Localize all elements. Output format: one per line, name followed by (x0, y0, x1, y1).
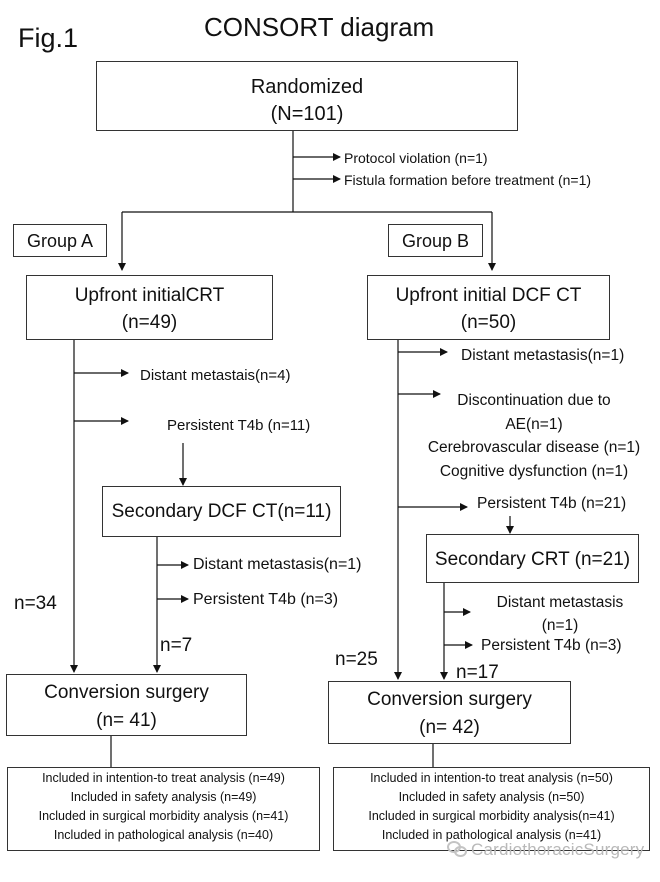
group-b-sec-t4b-label: Persistent T4b (n=3) (481, 637, 622, 654)
diagram-title: CONSORT diagram (204, 12, 435, 42)
figure-label: Fig.1 (18, 23, 79, 53)
watermark-text: CardiothoracicSurgery (471, 840, 645, 859)
group-a-label: Group A (26, 231, 94, 251)
group-a-metastasis-label: Distant metastais(n=4) (140, 367, 291, 384)
group-b-secondary-label: Secondary CRT (n=21) (434, 549, 631, 570)
group-a-analysis-pathology: Included in pathological analysis (n=40) (53, 828, 274, 842)
group-b-surgery-count: (n= 42) (419, 717, 480, 738)
randomized-box: Randomized (N=101) (96, 61, 518, 131)
group-b-discontinuation-line-4: Cognitive dysfunction (n=1) (439, 462, 629, 480)
group-a-surgery-label: Conversion surgery (44, 682, 209, 703)
group-b-analysis-box: Included in intention-to treat analysis … (333, 767, 650, 851)
group-a-sec-metastasis-label: Distant metastasis(n=1) (193, 556, 362, 573)
group-b-surgery-label: Conversion surgery (367, 689, 532, 710)
group-a-direct-count: n=34 (14, 593, 57, 614)
group-b-initial-count: (n=50) (460, 312, 517, 333)
group-b-secondary-box: Secondary CRT (n=21) (426, 534, 639, 583)
exclusion-fistula: Fistula formation before treatment (n=1) (344, 172, 592, 188)
group-a-secondary-count: n=7 (160, 635, 193, 656)
group-b-initial-box: Upfront initial DCF CT (n=50) (367, 275, 610, 340)
group-b-discontinuation-line-3: Cerebrovascular disease (n=1) (427, 439, 641, 456)
group-a-surgery-box: Conversion surgery (n= 41) (6, 674, 247, 736)
randomized-count: (N=101) (270, 103, 344, 125)
group-b-surgery-box: Conversion surgery (n= 42) (328, 681, 571, 744)
group-b-discontinuation-block: Discontinuation due to AE(n=1) Cerebrova… (414, 389, 654, 483)
group-a-analysis-safety: Included in safety analysis (n=49) (70, 790, 257, 804)
group-a-sec-t4b-label: Persistent T4b (n=3) (193, 591, 339, 608)
group-a-initial-count: (n=49) (121, 312, 178, 333)
group-a-initial-label: Upfront initialCRT (74, 285, 225, 306)
group-a-analysis-morbidity: Included in surgical morbidity analysis … (38, 809, 289, 823)
group-b-analysis-morbidity: Included in surgical morbidity analysis(… (368, 809, 615, 823)
group-b-analysis-pathology: Included in pathological analysis (n=41) (381, 828, 602, 842)
group-a-secondary-label: Secondary DCF CT(n=11) (111, 501, 332, 522)
group-a-label-box: Group A (13, 224, 107, 257)
watermark: CardiothoracicSurgery (447, 840, 644, 860)
group-a-analysis-itt: Included in intention-to treat analysis … (42, 771, 285, 785)
group-b-secondary-count: n=17 (456, 662, 499, 683)
group-b-sec-metastasis-block: Distant metastasis (n=1) (484, 591, 636, 637)
group-b-analysis-safety: Included in safety analysis (n=50) (398, 790, 585, 804)
group-a-initial-box: Upfront initialCRT (n=49) (26, 275, 273, 340)
group-b-label: Group B (401, 231, 470, 251)
group-b-sec-metastasis-line-2: (n=1) (541, 617, 579, 634)
group-b-analysis-itt: Included in intention-to treat analysis … (370, 771, 613, 785)
group-a-analysis-box: Included in intention-to treat analysis … (7, 767, 320, 851)
group-b-discontinuation-line-2: AE(n=1) (505, 415, 563, 433)
group-b-sec-metastasis-line-1: Distant metastasis (496, 594, 624, 611)
group-b-t4b-label: Persistent T4b (n=21) (477, 495, 627, 512)
group-a-t4b-label: Persistent T4b (n=11) (167, 417, 311, 434)
group-b-metastasis-label: Distant metastasis(n=1) (461, 347, 625, 364)
group-b-initial-label: Upfront initial DCF CT (395, 285, 582, 306)
randomized-label: Randomized (250, 76, 364, 98)
group-b-direct-count: n=25 (335, 649, 378, 670)
group-b-discontinuation-line-1: Discontinuation due to (457, 392, 611, 409)
wechat-logo-icon (447, 841, 467, 857)
group-b-label-box: Group B (388, 224, 483, 257)
group-a-secondary-box: Secondary DCF CT(n=11) (102, 486, 341, 537)
group-a-surgery-count: (n= 41) (96, 710, 157, 731)
exclusion-protocol-violation: Protocol violation (n=1) (344, 150, 488, 166)
